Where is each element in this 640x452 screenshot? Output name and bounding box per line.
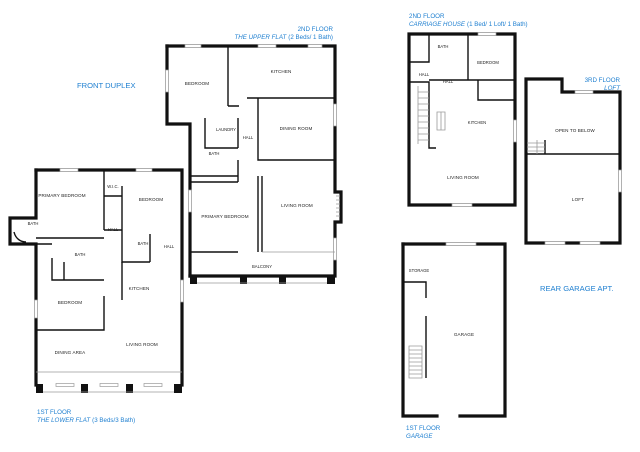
garage-storage-label: STORAGE xyxy=(409,268,430,273)
upper-bath-label: BATH xyxy=(209,151,220,156)
garage-floor-subtitle: GARAGE xyxy=(406,433,433,440)
lower-floor-subtitle: THE LOWER FLAT(3 Beds/3 Bath) xyxy=(37,417,135,424)
carriage-house-plan xyxy=(407,32,517,207)
lower-dining-area-label: DINING AREA xyxy=(55,350,87,355)
upper-laundry-label: LAUNDRY xyxy=(216,127,236,132)
carriage-floor-title: 2ND FLOOR xyxy=(409,13,445,20)
upper-balcony-label: BALCONY xyxy=(252,264,272,269)
upper-floor-title: 2ND FLOOR xyxy=(298,26,334,33)
upper-dining-room-label: DINING ROOM xyxy=(280,126,313,131)
upper-kitchen-label: KITCHEN xyxy=(271,69,292,74)
lower-kitchen-label: KITCHEN xyxy=(129,286,150,291)
loft-open-to-below-label: OPEN TO BELOW xyxy=(555,128,595,133)
upper-bedroom-label: BEDROOM xyxy=(185,81,210,86)
lower-primary-bedroom-label: PRIMARY BEDROOM xyxy=(38,193,85,198)
lower-living-room-label: LIVING ROOM xyxy=(126,342,158,347)
garage-plan xyxy=(401,242,507,418)
carriage-hall-a-label: HALL xyxy=(419,72,430,77)
upper-hall-label: HALL xyxy=(243,135,254,140)
loft-loft-label: LOFT xyxy=(572,197,584,202)
loft-plan xyxy=(524,77,622,245)
upper-floor-subtitle: THE UPPER FLAT(2 Beds/ 1 Bath) xyxy=(234,34,333,41)
front-duplex-label: FRONT DUPLEX xyxy=(77,81,136,90)
garage-floor-title: 1ST FLOOR xyxy=(406,425,441,432)
rear-garage-apt-label: REAR GARAGE APT. xyxy=(540,284,613,293)
loft-floor-subtitle: LOFT xyxy=(604,85,621,92)
lower-bedroom-left-label: BEDROOM xyxy=(58,300,83,305)
carriage-hall-b-label: HALL xyxy=(443,79,454,84)
garage-garage-label: GARAGE xyxy=(454,332,474,337)
lower-wic-label: W.I.C. xyxy=(107,184,118,189)
lower-bath-left-label: BATH xyxy=(28,221,39,226)
lower-floor-title: 1ST FLOOR xyxy=(37,409,72,416)
upper-primary-bedroom-label: PRIMARY BEDROOM xyxy=(201,214,248,219)
lower-bedroom-right-label: BEDROOM xyxy=(139,197,164,202)
carriage-bedroom-label: BEDROOM xyxy=(477,60,499,65)
carriage-bath-label: BATH xyxy=(438,44,449,49)
upper-living-room-label: LIVING ROOM xyxy=(281,203,313,208)
lower-hall-b-label: HALL xyxy=(164,244,175,249)
lower-hall-a-label: HALL xyxy=(108,227,119,232)
upper-flat-plan xyxy=(165,44,343,284)
carriage-kitchen-label: KITCHEN xyxy=(468,120,486,125)
lower-flat-plan xyxy=(8,168,184,393)
lower-bath-lower-label: BATH xyxy=(75,252,86,257)
loft-floor-title: 3RD FLOOR xyxy=(585,77,621,84)
lower-bath-mid-label: BATH xyxy=(138,241,149,246)
carriage-living-room-label: LIVING ROOM xyxy=(447,175,479,180)
carriage-floor-subtitle: CARRIAGE HOUSE(1 Bed/ 1 Loft/ 1 Bath) xyxy=(409,21,528,28)
